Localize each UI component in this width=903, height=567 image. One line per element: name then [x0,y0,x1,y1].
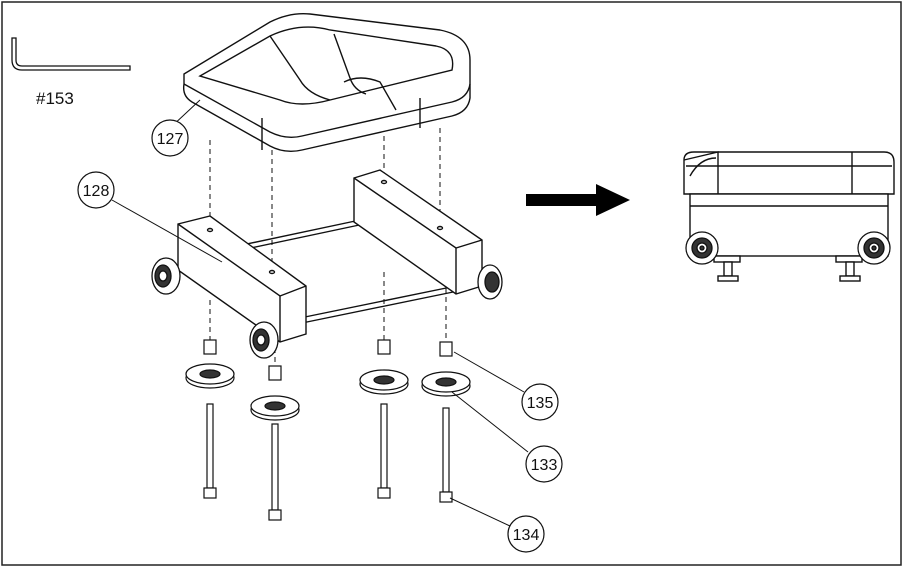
callout-seat: 127 [151,119,189,157]
assembled-wheel-right [857,231,891,265]
callout-seat-label: 127 [157,131,184,148]
callout-bolt: 134 [507,515,545,553]
callout-frame-label: 128 [83,183,110,200]
hardware-stack-2 [250,365,300,521]
callout-frame: 128 [77,171,115,209]
callout-spacer: 135 [521,383,559,421]
seat-cushion [182,12,471,153]
callout-bolt-label: 134 [513,527,540,544]
assembled-unit [683,151,895,282]
callout-spacer-label: 135 [527,395,554,412]
right-arrow-icon [526,184,630,216]
hardware-stack-1 [185,339,235,499]
tool-label: #153 [36,89,74,108]
assembled-wheel-left [685,231,719,265]
hardware-stack-3 [359,339,409,499]
wheel-right [477,264,503,300]
leader-lines [111,99,529,527]
base-frame [177,169,483,343]
hardware-stack-4 [421,341,471,503]
callout-washer-label: 133 [531,457,558,474]
wheel-left [151,257,181,295]
callout-washer: 133 [525,445,563,483]
wheel-front [249,321,279,359]
hex-key-icon [11,37,131,71]
